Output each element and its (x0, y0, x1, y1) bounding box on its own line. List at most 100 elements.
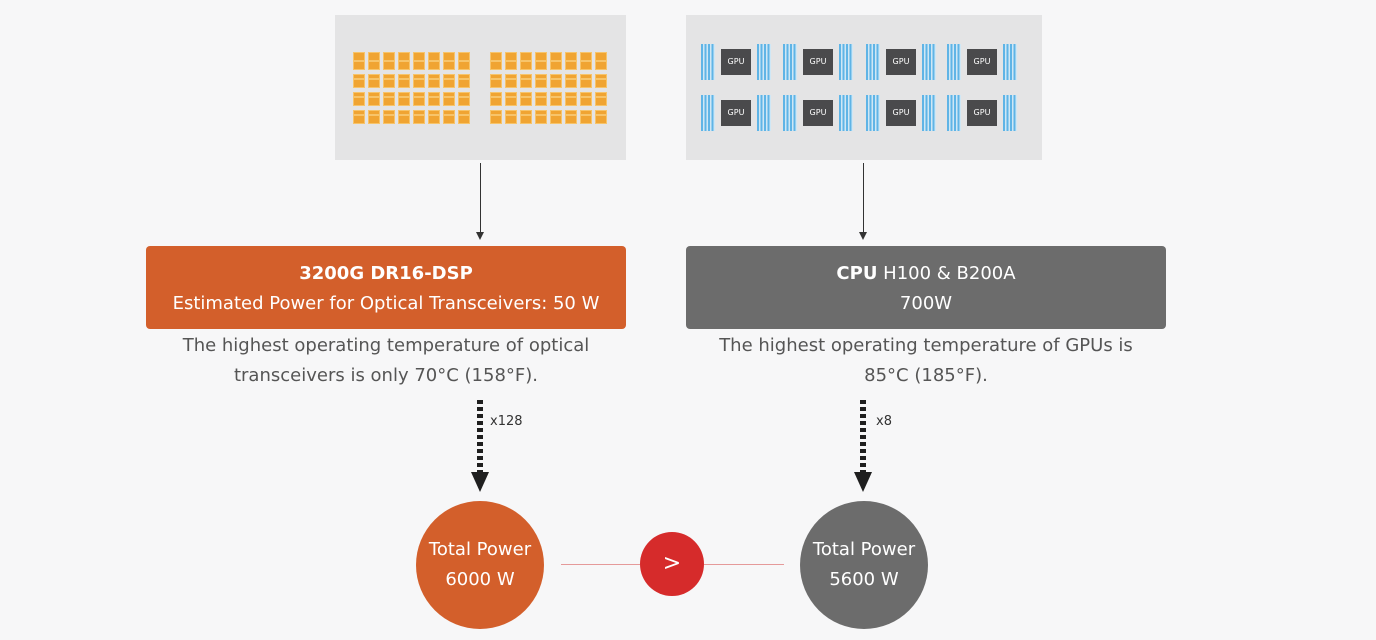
transceiver-chip (550, 79, 562, 88)
hbm-stack (701, 44, 715, 80)
transceiver-chip (443, 92, 455, 97)
transceiver-chip (565, 92, 577, 97)
gpu-module: GPU (701, 44, 771, 80)
transceiver-chip (398, 79, 410, 88)
transceiver-chip (535, 115, 547, 124)
left-connector-line (480, 163, 481, 233)
hbm-stack (839, 95, 853, 131)
transceiver-chip (353, 97, 365, 106)
transceiver-description-line1: The highest operating temperature of opt… (182, 335, 590, 356)
transceiver-chip (353, 52, 365, 61)
transceiver-chip (353, 79, 365, 88)
hbm-stack (783, 95, 797, 131)
transceiver-chip (398, 52, 410, 61)
hbm-stack (1003, 44, 1017, 80)
right-multiplier-arrowhead (854, 472, 872, 492)
left-connector-arrowhead (476, 232, 484, 240)
transceiver-description-line2: transceivers is only 70°C (158°F). (233, 365, 539, 386)
transceiver-chip (595, 97, 607, 106)
right-multiplier-line (860, 400, 866, 472)
transceiver-chip (520, 79, 532, 88)
gpu-module: GPU (783, 44, 853, 80)
transceiver-chip (505, 61, 517, 70)
transceiver-chip (368, 61, 380, 70)
transceiver-chip (443, 74, 455, 79)
transceiver-chip (458, 79, 470, 88)
gpu-die-label: GPU (886, 49, 916, 75)
transceiver-chip (505, 97, 517, 106)
transceiver-chip (565, 115, 577, 124)
transceiver-chip (595, 74, 607, 79)
comparison-line-left (561, 564, 640, 565)
gpu-total-power-circle: Total Power 5600 W (800, 501, 928, 629)
gpu-total-label: Total Power (812, 539, 916, 560)
transceiver-chip (383, 92, 395, 97)
transceiver-chip (595, 52, 607, 61)
optical-transceiver-panel (335, 15, 626, 160)
gpu-die-label: GPU (886, 100, 916, 126)
hbm-stack (947, 44, 961, 80)
transceiver-chip (520, 74, 532, 79)
transceiver-chip (580, 97, 592, 106)
transceiver-chip (580, 115, 592, 124)
transceiver-chip (458, 61, 470, 70)
transceiver-temperature-description: The highest operating temperature of opt… (146, 331, 626, 391)
transceiver-chip (565, 52, 577, 61)
transceiver-chip (383, 52, 395, 61)
transceiver-total-label: Total Power (428, 539, 532, 560)
transceiver-chip (428, 92, 440, 97)
transceiver-chip (428, 52, 440, 61)
transceiver-chip (580, 61, 592, 70)
transceiver-chip (368, 79, 380, 88)
gpu-module: GPU (866, 44, 936, 80)
transceiver-chip (595, 92, 607, 97)
transceiver-chip (550, 52, 562, 61)
transceiver-chip (595, 79, 607, 88)
gpu-temperature-description: The highest operating temperature of GPU… (686, 331, 1166, 391)
transceiver-chip (428, 110, 440, 115)
transceiver-chip (505, 52, 517, 61)
transceiver-chip (505, 79, 517, 88)
transceiver-chip (353, 110, 365, 115)
transceiver-total-power-circle: Total Power 6000 W (416, 501, 544, 629)
transceiver-chip (413, 92, 425, 97)
transceiver-chip (458, 110, 470, 115)
transceiver-chip (458, 74, 470, 79)
transceiver-chip (565, 74, 577, 79)
gpu-module: GPU (947, 95, 1017, 131)
transceiver-chip (490, 97, 502, 106)
gpu-description-line1: The highest operating temperature of GPU… (719, 335, 1133, 356)
transceiver-chip (520, 92, 532, 97)
transceiver-chip (413, 110, 425, 115)
transceiver-chip (550, 115, 562, 124)
transceiver-chip (443, 79, 455, 88)
transceiver-chip (550, 92, 562, 97)
transceiver-chip (413, 115, 425, 124)
right-multiplier-label: x8 (876, 414, 892, 429)
transceiver-chip (505, 92, 517, 97)
transceiver-chip (490, 79, 502, 88)
transceiver-chip (368, 110, 380, 115)
gpu-power-text: 700W (899, 293, 953, 314)
gpu-die-label: GPU (803, 49, 833, 75)
transceiver-chip (398, 61, 410, 70)
transceiver-chip (428, 97, 440, 106)
transceiver-chip (535, 61, 547, 70)
transceiver-chip (550, 74, 562, 79)
greater-than-badge: > (640, 532, 704, 596)
transceiver-chip (368, 52, 380, 61)
transceiver-chip (413, 74, 425, 79)
transceiver-chip (520, 115, 532, 124)
transceiver-chip (565, 97, 577, 106)
transceiver-array-left (353, 52, 470, 124)
transceiver-chip (535, 110, 547, 115)
hbm-stack (783, 44, 797, 80)
transceiver-chip (368, 97, 380, 106)
transceiver-chip (368, 115, 380, 124)
transceiver-chip (443, 110, 455, 115)
right-connector-line (863, 163, 864, 233)
right-connector-arrowhead (859, 232, 867, 240)
transceiver-total-value: 6000 W (445, 569, 515, 590)
comparison-line-right (704, 564, 784, 565)
